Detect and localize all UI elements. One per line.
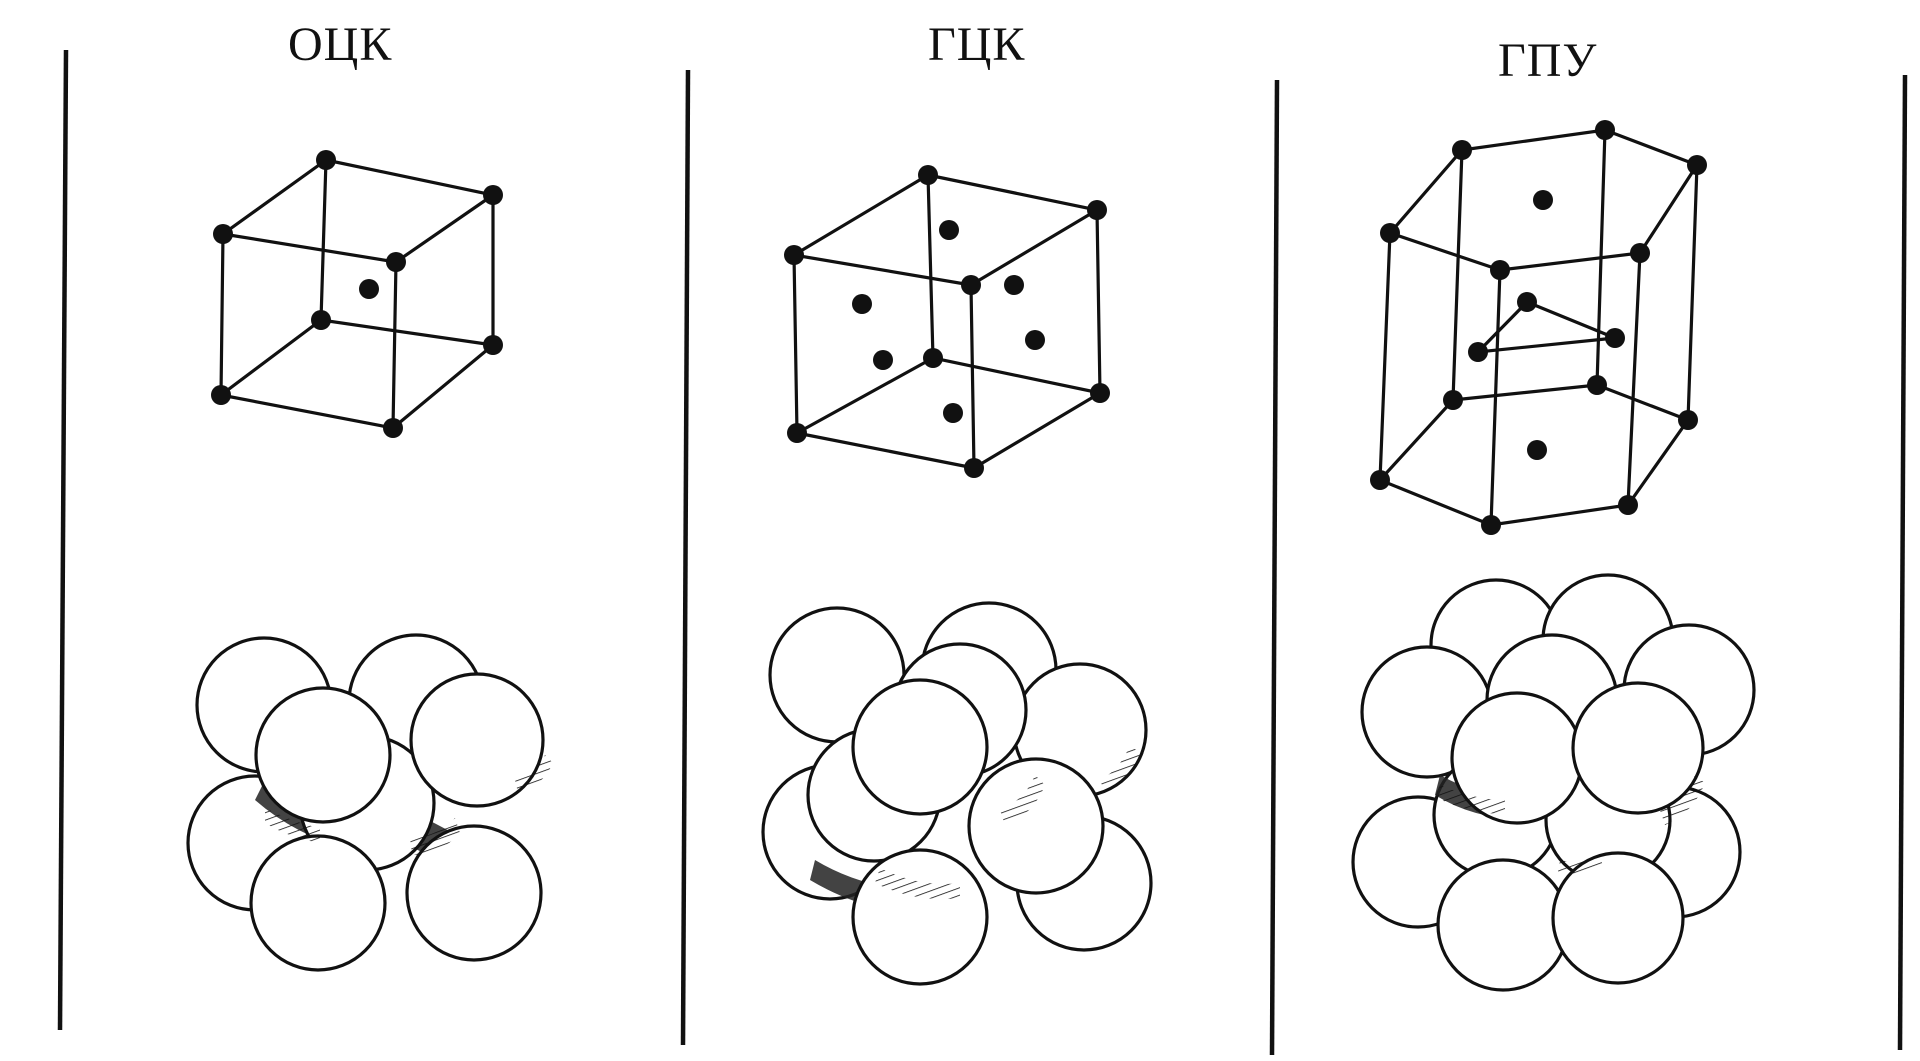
fcc-corner-atom: [918, 165, 938, 185]
bcc-corner-atom: [211, 385, 231, 405]
hcp-center-atom: [1533, 190, 1553, 210]
fcc-sphere: [851, 678, 989, 816]
hcp-middle-atom: [1517, 292, 1537, 312]
bcc-center-atom: [359, 279, 379, 299]
fcc-corner-atom: [961, 275, 981, 295]
hcp-corner-atom: [1618, 495, 1638, 515]
hcp-corner-atom: [1370, 470, 1390, 490]
bcc-corner-atom: [483, 335, 503, 355]
panel-title-bcc: ОЦК: [288, 18, 392, 71]
panel-dividers: [57, 49, 1908, 1056]
fcc-unit-cell: [784, 165, 1110, 478]
fcc-corner-atom: [923, 348, 943, 368]
hcp-sphere: [1436, 858, 1570, 992]
hcp-corner-atom: [1481, 515, 1501, 535]
bcc-unit-cell: [211, 150, 503, 438]
fcc-sphere-packing: [761, 601, 1153, 986]
panel-title-hcp: ГПУ: [1498, 34, 1597, 87]
hcp-corner-atom: [1490, 260, 1510, 280]
fcc-face-atom: [939, 220, 959, 240]
panel-title-fcc: ГЦК: [928, 18, 1025, 71]
bcc-hatching: [265, 755, 553, 855]
hcp-hatching: [1437, 775, 1705, 874]
divider-left: [57, 49, 69, 1031]
hcp-sphere: [1571, 681, 1705, 815]
hcp-center-atom: [1527, 440, 1547, 460]
hcp-middle-atom: [1468, 342, 1488, 362]
hcp-corner-atom: [1678, 410, 1698, 430]
bcc-sphere: [254, 686, 392, 824]
bcc-sphere: [249, 834, 387, 972]
bcc-corner-atom: [383, 418, 403, 438]
hcp-sphere: [1551, 851, 1685, 985]
hcp-corner-atom: [1687, 155, 1707, 175]
bcc-corner-atom: [311, 310, 331, 330]
fcc-corner-atom: [1087, 200, 1107, 220]
hcp-corner-atom: [1380, 223, 1400, 243]
fcc-face-atom: [873, 350, 893, 370]
hcp-corner-atom: [1587, 375, 1607, 395]
bcc-corner-atom: [213, 224, 233, 244]
bcc-corner-atom: [483, 185, 503, 205]
fcc-corner-atom: [1090, 383, 1110, 403]
divider-2: [1269, 79, 1280, 1056]
fcc-corner-atom: [964, 458, 984, 478]
fcc-face-atom: [1025, 330, 1045, 350]
fcc-corner-atom: [787, 423, 807, 443]
hcp-sphere-packing: [1351, 573, 1756, 992]
divider-1: [680, 69, 691, 1046]
fcc-corner-atom: [784, 245, 804, 265]
hcp-corner-atom: [1443, 390, 1463, 410]
fcc-hatching: [875, 745, 1140, 899]
fcc-face-atom: [852, 294, 872, 314]
hcp-middle-atom: [1605, 328, 1625, 348]
bcc-corner-atom: [386, 252, 406, 272]
divider-right: [1897, 74, 1908, 1051]
bcc-sphere: [405, 824, 543, 962]
bcc-sphere-packing: [186, 633, 553, 972]
fcc-face-atom: [943, 403, 963, 423]
bcc-sphere: [409, 672, 545, 808]
fcc-sphere: [967, 757, 1105, 895]
hcp-corner-atom: [1595, 120, 1615, 140]
hcp-corner-atom: [1452, 140, 1472, 160]
fcc-sphere: [851, 848, 989, 986]
fcc-face-atom: [1004, 275, 1024, 295]
bcc-corner-atom: [316, 150, 336, 170]
hcp-corner-atom: [1630, 243, 1650, 263]
hcp-unit-cell: [1370, 120, 1707, 535]
